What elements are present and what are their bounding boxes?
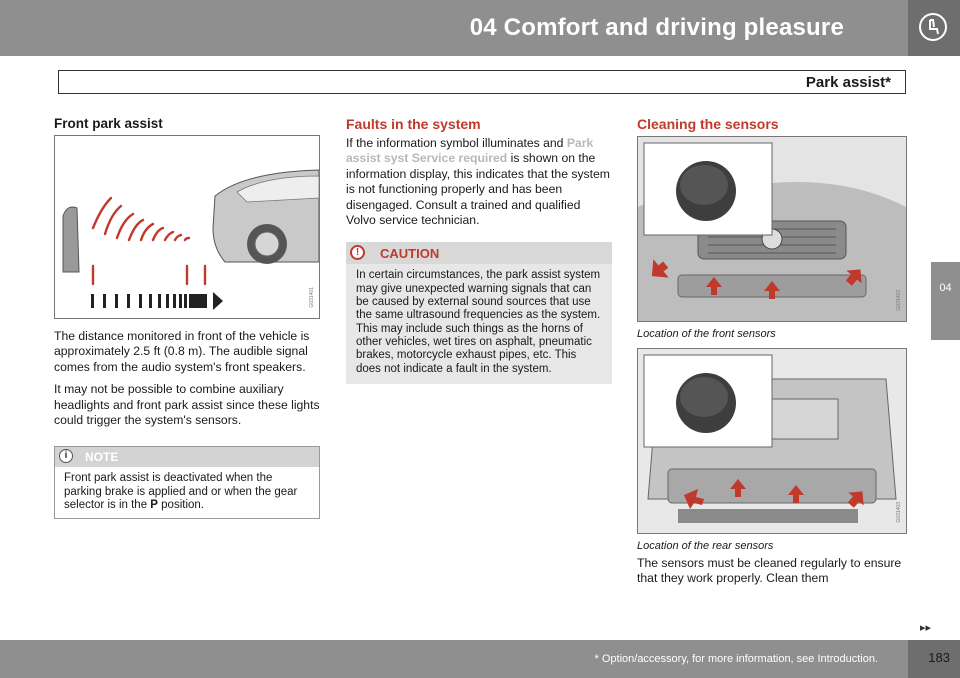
paragraph-distance: The distance monitored in front of the v… [54, 329, 310, 374]
note-text: Front park assist is deactivated when th… [55, 467, 319, 518]
info-icon: i [59, 449, 73, 464]
front-sensors-illustration: G031402 [637, 136, 907, 322]
footnote: * Option/accessory, for more information… [594, 653, 878, 665]
caution-label: CAUTION [380, 246, 440, 262]
note-box: i NOTE Front park assist is deactivated … [54, 446, 320, 520]
chapter-title: 04 Comfort and driving pleasure [469, 14, 844, 41]
caution-text: In certain circumstances, the park assis… [356, 269, 601, 375]
seat-icon [919, 13, 947, 41]
column-faults: Faults in the system If the information … [346, 116, 612, 384]
section-title-box: Park assist* [58, 70, 906, 94]
figure-code-front: G031402 [896, 290, 902, 311]
note-text-part: Front park assist is deactivated when th… [64, 472, 298, 511]
continue-arrows: ▸▸ [920, 622, 932, 634]
page-number: 183 [928, 650, 950, 665]
heading-cleaning: Cleaning the sensors [637, 116, 779, 132]
display-message: Park assist syst Service required [346, 136, 594, 166]
paragraph-cleaning: The sensors must be cleaned regularly to… [637, 556, 902, 586]
note-text-end: position. [157, 498, 204, 511]
chapter-side-tab[interactable]: 04 [931, 262, 960, 340]
column-front-park-assist: Front park assist [54, 116, 320, 520]
warning-icon: ! [350, 245, 365, 261]
faults-intro: If the information symbol illuminates an… [346, 136, 567, 150]
chapter-icon-box [908, 0, 960, 56]
figure-code: G031401 [309, 287, 315, 308]
caption-rear-sensors: Location of the rear sensors [637, 540, 774, 552]
note-header: i NOTE [55, 447, 319, 468]
front-park-assist-illustration: G031401 [54, 135, 320, 319]
caption-front-sensors: Location of the front sensors [637, 328, 776, 340]
caution-header: ! CAUTION [346, 242, 612, 265]
paragraph-faults: If the information symbol illuminates an… [346, 136, 612, 228]
column-cleaning: Cleaning the sensors G031402 [637, 116, 907, 594]
footer-band: * Option/accessory, for more information… [0, 640, 960, 678]
section-title: Park assist* [805, 74, 891, 91]
note-label: NOTE [85, 450, 119, 465]
paragraph-headlights: It may not be possible to combine auxili… [54, 382, 320, 428]
heading-faults: Faults in the system [346, 116, 481, 132]
side-tab-label: 04 [939, 282, 952, 294]
header-band: 04 Comfort and driving pleasure [0, 0, 908, 56]
heading-front-park-assist: Front park assist [54, 116, 163, 131]
gear-position-p: P [150, 498, 158, 511]
rear-sensors-illustration: G031403 [637, 348, 907, 534]
page-number-box: 183 [908, 640, 960, 678]
figure-code-rear: G031403 [896, 502, 902, 523]
caution-box: ! CAUTION In certain circumstances, the … [346, 242, 612, 384]
faults-rest: is shown on the information display, thi… [346, 151, 610, 228]
